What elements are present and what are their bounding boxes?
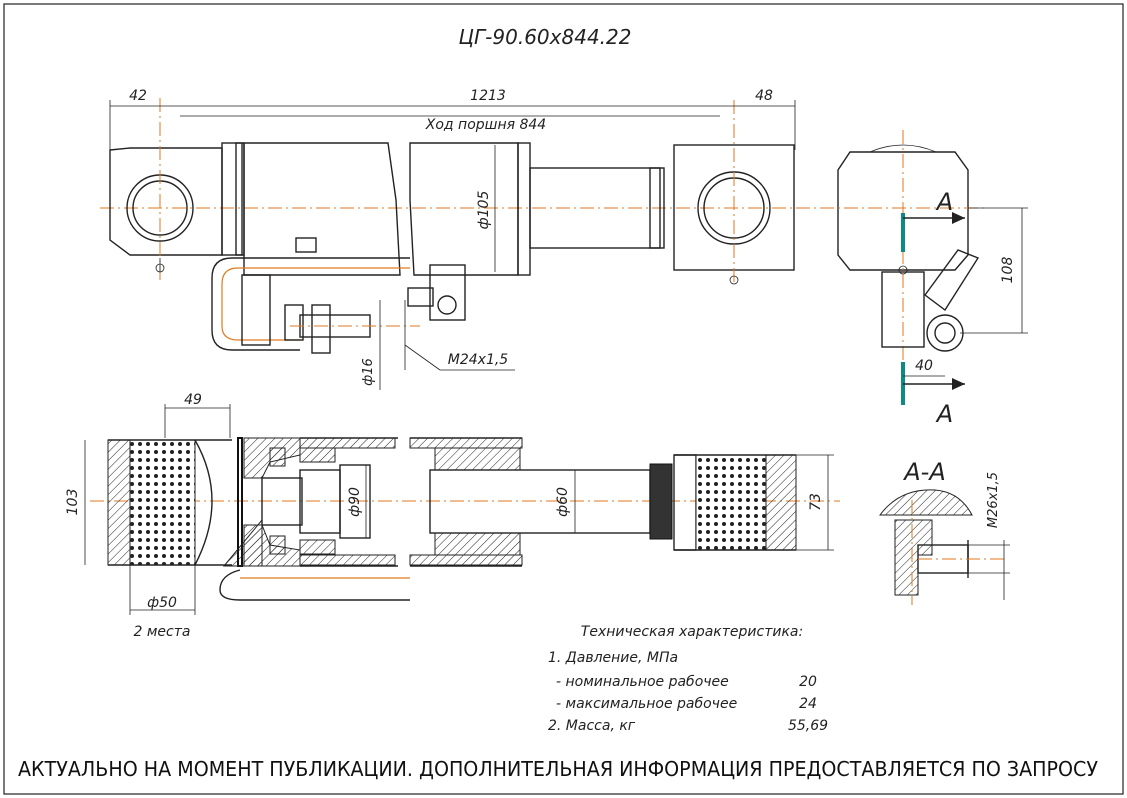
section-arrow-top: А xyxy=(935,188,953,216)
dim-d90: ф90 xyxy=(347,487,363,517)
dim-1213: 1213 xyxy=(470,88,506,104)
end-view: А А 108 40 xyxy=(820,130,1028,428)
specs-nominal-label: - номинальное рабочее xyxy=(556,674,729,690)
specifications-block: Техническая характеристика: 1. Давление,… xyxy=(548,624,828,734)
dim-2-places: 2 места xyxy=(134,624,191,640)
dim-d105: ф105 xyxy=(476,191,492,230)
footer-note: АКТУАЛЬНО НА МОМЕНТ ПУБЛИКАЦИИ. ДОПОЛНИТ… xyxy=(18,757,1098,781)
specs-mass-label: 2. Масса, кг xyxy=(548,718,636,734)
section-title: А-А xyxy=(902,458,946,486)
specs-max-label: - максимальное рабочее xyxy=(556,696,737,712)
dim-49: 49 xyxy=(184,392,202,408)
dim-40: 40 xyxy=(915,358,933,374)
specs-max-value: 24 xyxy=(799,696,817,712)
section-arrow-bottom: А xyxy=(935,400,953,428)
section-a-a: А-А М26х1,5 xyxy=(879,458,1010,605)
dim-d50: ф50 xyxy=(147,595,177,611)
dim-48: 48 xyxy=(755,88,773,104)
dim-108: 108 xyxy=(1000,257,1016,284)
dim-d60: ф60 xyxy=(555,487,571,517)
stroke-label: Ход поршня 844 xyxy=(425,117,546,133)
drawing-title: ЦГ-90.60х844.22 xyxy=(459,25,632,49)
dim-42: 42 xyxy=(129,88,147,104)
specs-nominal-value: 20 xyxy=(799,674,817,690)
specs-pressure: 1. Давление, МПа xyxy=(548,650,678,666)
dim-m24: М24х1,5 xyxy=(448,352,509,368)
dim-73: 73 xyxy=(808,493,824,511)
side-view: 42 1213 48 Ход поршня 844 ф105 М24х1,5 ф… xyxy=(100,88,820,390)
sectional-view: 49 103 ф90 ф60 73 ф50 2 места xyxy=(65,392,840,640)
drawing-frame xyxy=(3,3,1124,795)
dim-103: 103 xyxy=(65,489,81,516)
dim-m26: М26х1,5 xyxy=(986,472,1001,528)
specs-heading: Техническая характеристика: xyxy=(581,624,803,640)
dim-d16: ф16 xyxy=(361,358,376,386)
specs-mass-value: 55,69 xyxy=(788,718,828,734)
